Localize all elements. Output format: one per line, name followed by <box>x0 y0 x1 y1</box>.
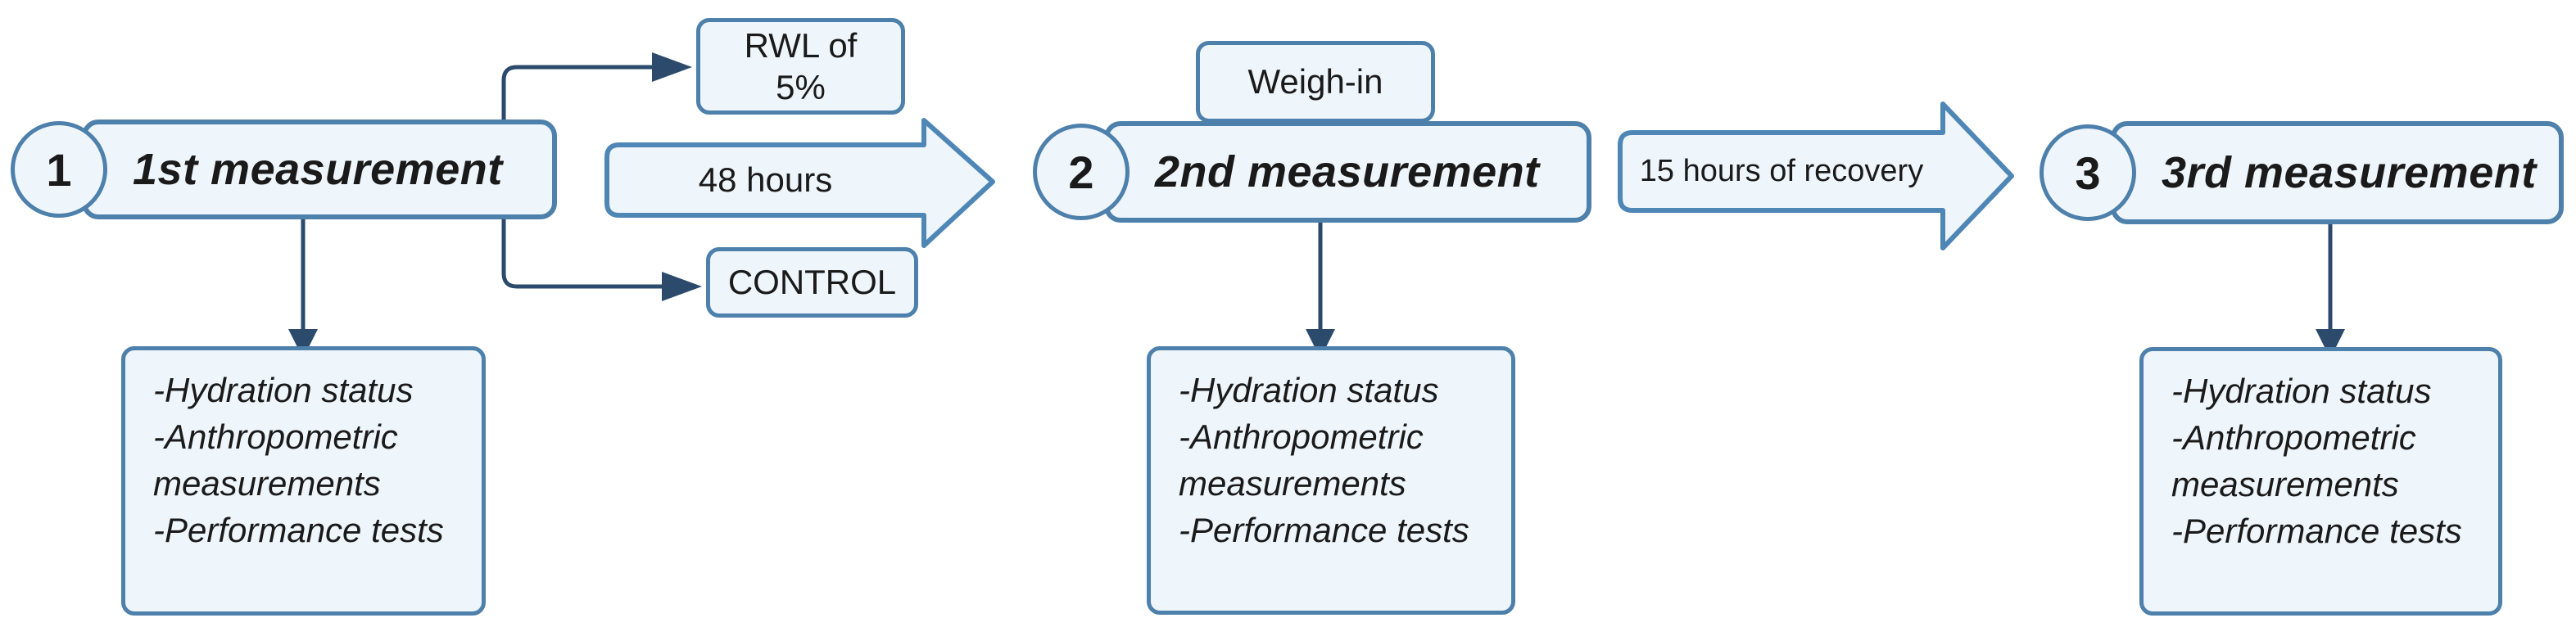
stage-1-label: 1st measurement <box>133 145 503 194</box>
detail-line: -Hydration status <box>153 371 414 409</box>
branch-box-rwl: RWL of 5% <box>696 18 905 115</box>
detail-line: -Performance tests <box>153 511 444 550</box>
stage-3-number-badge: 3 <box>2040 124 2136 221</box>
arrow-label-15-hours: 15 hours of recovery <box>1639 154 1924 188</box>
stage-3-number: 3 <box>2075 147 2101 199</box>
stage-2-box: 2nd measurement <box>1104 121 1591 223</box>
stage-2-number: 2 <box>1068 146 1094 198</box>
stage-1-box: 1st measurement <box>82 120 557 219</box>
stage-2-label: 2nd measurement <box>1155 147 1540 196</box>
down-arrowhead-1-icon <box>288 329 318 359</box>
stage-3-box: 3rd measurement <box>2111 121 2564 224</box>
stage-1-detail-box: -Hydration status -Anthropometric measur… <box>121 346 486 616</box>
stage-3-label: 3rd measurement <box>2162 148 2537 197</box>
stage-1-number-badge: 1 <box>11 121 107 218</box>
big-arrow-15-hours <box>1618 101 2014 250</box>
down-arrowhead-3-icon <box>2316 329 2345 359</box>
stage-3-detail-box: -Hydration status -Anthropometric measur… <box>2139 347 2502 616</box>
stage-2-number-badge: 2 <box>1033 124 1130 220</box>
stage-2-detail-box: -Hydration status -Anthropometric measur… <box>1147 346 1515 615</box>
stage-1-number: 1 <box>46 143 72 196</box>
weigh-in-box: Weigh-in <box>1196 41 1435 123</box>
branch-bottom-arrowhead-icon <box>662 272 702 301</box>
detail-line: -Performance tests <box>2171 512 2462 551</box>
detail-line: -Anthropometric measurements <box>2171 418 2416 504</box>
big-arrow-48-hours <box>604 118 995 248</box>
detail-line: -Performance tests <box>1179 511 1469 550</box>
arrow-label-48-hours: 48 hours <box>698 160 833 199</box>
down-arrowhead-2-icon <box>1306 329 1335 359</box>
detail-line: -Hydration status <box>1179 371 1439 409</box>
detail-line: -Anthropometric measurements <box>153 417 398 503</box>
branch-top-arrowhead-icon <box>652 52 692 82</box>
detail-line: -Hydration status <box>2171 372 2432 410</box>
detail-line: -Anthropometric measurements <box>1179 417 1424 503</box>
branch-box-control: CONTROL <box>706 247 918 318</box>
